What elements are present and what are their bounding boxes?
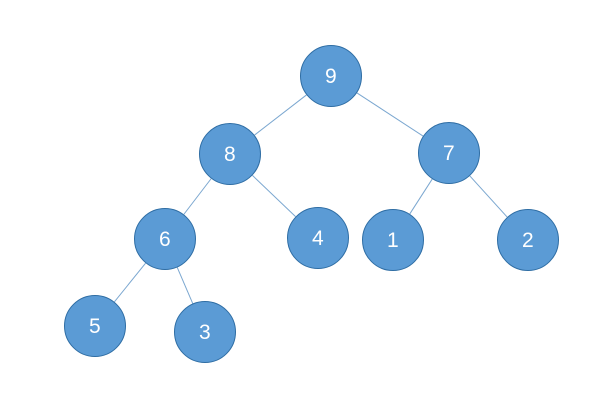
tree-node-label: 4	[312, 226, 324, 250]
tree-node-2[interactable]: 2	[497, 209, 559, 271]
tree-node-1[interactable]: 1	[362, 209, 424, 271]
tree-edge	[114, 262, 146, 303]
tree-node-label: 2	[522, 228, 534, 252]
tree-node-4[interactable]: 4	[287, 207, 349, 269]
tree-edge	[254, 94, 307, 136]
tree-node-3[interactable]: 3	[174, 301, 236, 363]
tree-node-label: 3	[199, 320, 211, 344]
tree-edge	[183, 178, 212, 215]
tree-node-label: 1	[387, 228, 399, 252]
tree-edge	[356, 92, 424, 137]
tree-node-7[interactable]: 7	[418, 122, 480, 184]
tree-node-label: 6	[159, 227, 171, 251]
tree-node-5[interactable]: 5	[64, 295, 126, 357]
tree-edge	[469, 175, 508, 218]
tree-node-6[interactable]: 6	[134, 208, 196, 270]
tree-node-8[interactable]: 8	[199, 123, 261, 185]
tree-node-9[interactable]: 9	[300, 45, 362, 107]
tree-edge	[176, 267, 194, 304]
tree-node-label: 7	[443, 141, 455, 165]
tree-edge	[409, 178, 433, 215]
tree-node-label: 5	[89, 314, 101, 338]
tree-edge	[252, 175, 296, 217]
tree-node-label: 9	[325, 64, 337, 88]
tree-node-label: 8	[224, 142, 236, 166]
